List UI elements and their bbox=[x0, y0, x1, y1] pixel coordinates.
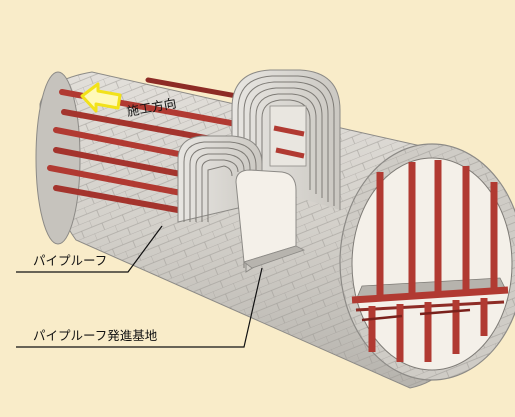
direction-arrow-icon bbox=[80, 82, 122, 113]
pipe-roof-label: パイプルーフ bbox=[33, 253, 108, 268]
pipe-roof-leader-line bbox=[16, 225, 163, 273]
launch-base-label: パイプルーフ発進基地 bbox=[33, 328, 158, 343]
tunnel-interior bbox=[351, 157, 513, 371]
tunnel-far-end bbox=[35, 71, 81, 245]
rear-arch-interior bbox=[269, 105, 307, 167]
rear-arch-pipes bbox=[273, 125, 305, 159]
interior-deck-structure bbox=[351, 160, 509, 362]
launch-base-arch bbox=[177, 135, 306, 273]
launch-base-leader-line bbox=[16, 267, 263, 348]
